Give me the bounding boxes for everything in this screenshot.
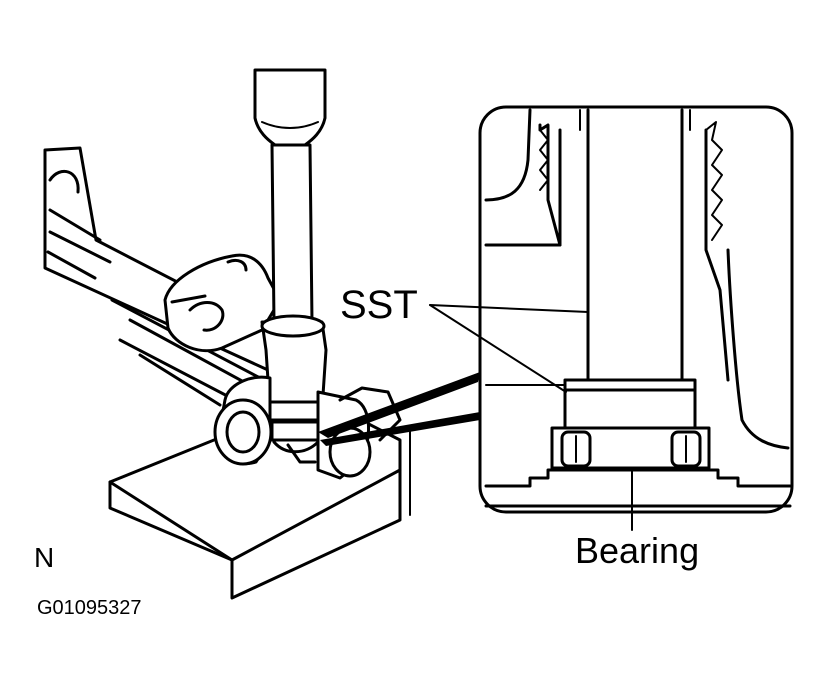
sleeve-collar [260,314,328,454]
bearing-label: Bearing [575,530,699,571]
sst-leader-line [429,304,589,313]
detail-leader [318,372,480,446]
detail-frame [478,105,794,514]
left-thread-body [484,108,562,247]
view-code-label: N [34,542,54,573]
detail-view [429,105,794,531]
holder-bracket [163,253,282,353]
press-illustration [43,68,480,600]
press-ram [253,68,327,324]
sst-label: SST [340,283,418,327]
right-thread-body [704,121,790,450]
sst-leader-line-2 [429,304,567,393]
knuckle-housing [213,375,402,480]
bearing [550,426,711,470]
figure-id-label: G01095327 [37,597,142,619]
sst-block [485,378,697,430]
